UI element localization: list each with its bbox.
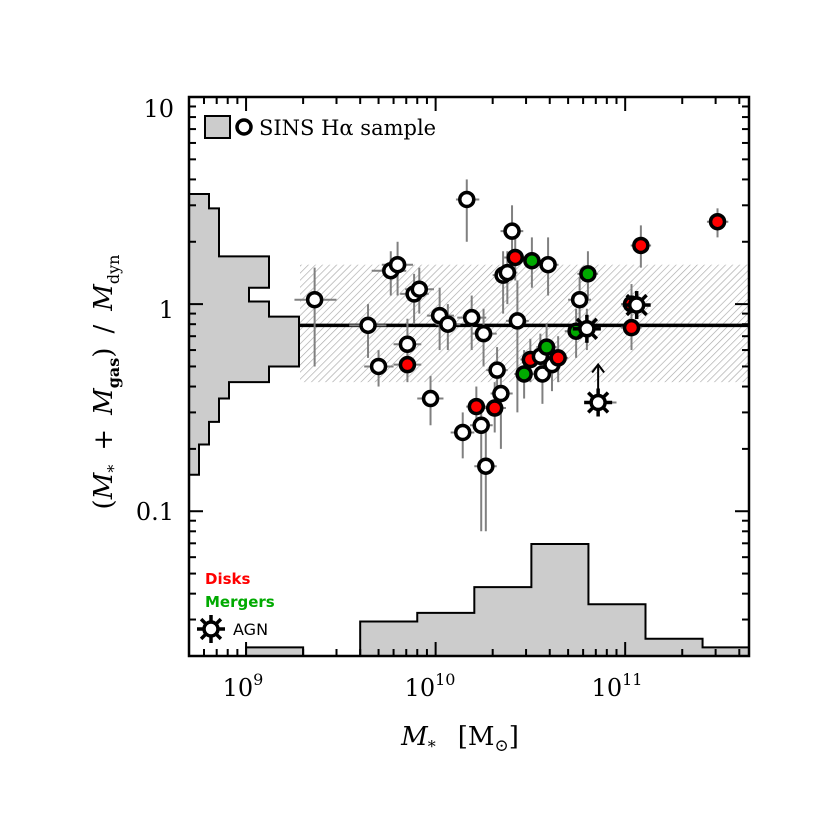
sample-point (472, 416, 490, 435)
sample-point (492, 384, 510, 403)
agn-points (572, 291, 651, 417)
legend-sample-marker-icon (235, 118, 253, 136)
y-tick-label-10: 10 (143, 95, 174, 123)
sample-point (488, 361, 506, 379)
lower-limit-arrowhead (591, 362, 605, 374)
disk-point (506, 248, 524, 267)
sample-point (462, 308, 481, 327)
y-tick-label-1: 1 (159, 296, 174, 324)
agn-circle (578, 320, 596, 338)
sample-point (359, 316, 377, 335)
disk-point (632, 236, 650, 255)
disk-point (485, 399, 504, 417)
agn-circle (202, 620, 220, 638)
agn-point (622, 291, 651, 320)
sample-point (421, 389, 440, 408)
sample-point (498, 263, 517, 282)
sample-point (410, 280, 429, 298)
y-tick-label-0.1: 0.1 (136, 498, 174, 526)
merger-point (579, 265, 597, 283)
sun-symbol-icon: ⊙ (494, 736, 508, 756)
legend-mergers-label: Mergers (205, 593, 275, 611)
sample-point (503, 222, 521, 240)
legend-sample-label: SINS Hα sample (259, 116, 436, 140)
legend-agn-marker-icon (197, 615, 225, 643)
sample-point (539, 255, 557, 274)
x-tick-label-1e10: 1010 (405, 670, 456, 702)
x-tick-label-1e9: 109 (223, 670, 264, 702)
sample-point (453, 423, 472, 442)
legend-agn-symbol (197, 615, 225, 643)
sample-point (439, 315, 457, 333)
sample-point (474, 324, 493, 343)
sample-point (458, 190, 476, 209)
disk-point (398, 355, 417, 374)
sample-point (388, 255, 407, 274)
y-axis-label: (M*+Mgas)/Mdyn (89, 255, 123, 510)
sample-point (477, 457, 495, 475)
legend-disks-label: Disks (205, 570, 250, 588)
agn-circle (589, 393, 607, 412)
sample-point (570, 290, 589, 309)
sample-point (369, 357, 388, 376)
sample-point (508, 312, 527, 330)
sample-point (305, 290, 324, 309)
legend-histogram-swatch (204, 115, 231, 139)
legend-agn-label: AGN (233, 620, 268, 639)
disk-point (549, 349, 567, 367)
agn-circle (627, 296, 646, 314)
merger-point (537, 338, 556, 356)
disk-point (467, 397, 486, 416)
disk-point (622, 318, 641, 337)
plot-frame (187, 95, 751, 658)
agn-point (584, 388, 613, 417)
x-tick-label-1e11: 1011 (592, 670, 643, 702)
disk-point (708, 212, 727, 231)
x-axis-label: M*[M⊙] (400, 722, 519, 756)
axis-ticks (188, 96, 749, 657)
agn-point (572, 314, 601, 343)
merger-point (523, 251, 541, 270)
sample-point (398, 335, 417, 354)
merger-point (515, 365, 533, 383)
